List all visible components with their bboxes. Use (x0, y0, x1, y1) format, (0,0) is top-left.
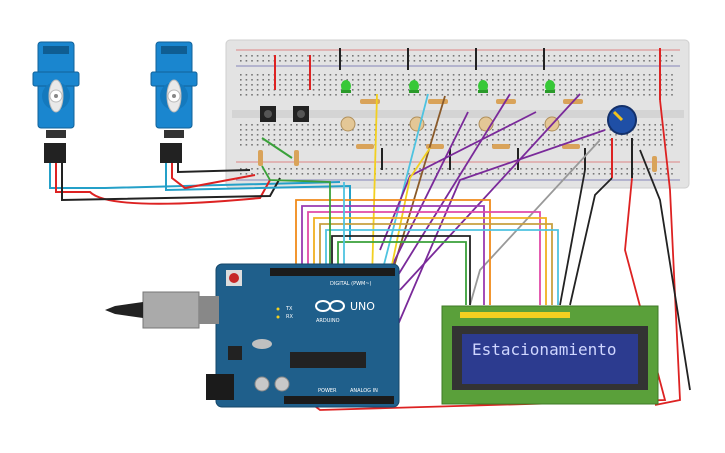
led-green-1[interactable] (341, 80, 351, 93)
lcd-text-line-1: Estacionamiento (472, 340, 617, 359)
arduino-power-label: POWER (318, 388, 337, 394)
potentiometer[interactable] (607, 105, 637, 135)
led-green-3[interactable] (478, 80, 488, 93)
arduino-analog-label: ANALOG IN (350, 388, 378, 394)
led-green-2[interactable] (409, 80, 419, 93)
arduino-uno-board[interactable]: ARDUINO UNO DIGITAL (PWM~) ANALOG IN POW… (105, 263, 400, 408)
arduino-model-label: UNO (350, 300, 375, 313)
arduino-logo-icon (315, 300, 345, 312)
arduino-brand-label: ARDUINO (316, 318, 340, 324)
servo-motor-right[interactable] (150, 41, 198, 163)
arduino-digital-label: DIGITAL (PWM~) (330, 281, 372, 287)
lcd-bus-wires (261, 165, 559, 305)
led-green-4[interactable] (545, 80, 555, 93)
breadboard-wires (261, 48, 661, 178)
arduino-tx-label: TX (285, 306, 293, 312)
push-button-1[interactable] (260, 106, 276, 122)
servo-motor-left[interactable] (32, 41, 80, 163)
lcd-16x2-display[interactable]: Estacionamiento (441, 305, 659, 405)
arduino-rx-label: RX (286, 314, 293, 320)
servo-wires (49, 163, 351, 240)
breadboard[interactable] (225, 39, 690, 189)
push-button-2[interactable] (293, 106, 309, 122)
